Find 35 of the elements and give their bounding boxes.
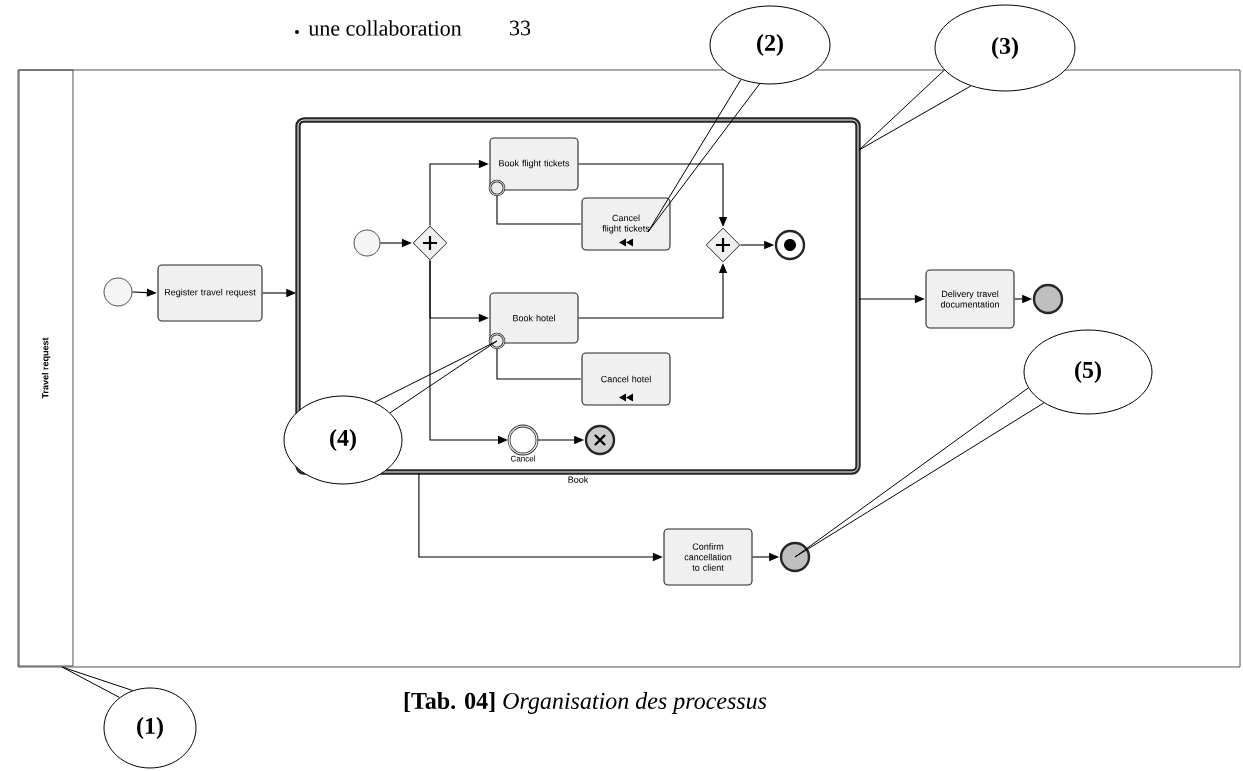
- node-label: Cancel: [510, 455, 535, 462]
- gateway-diamond: [705, 227, 741, 263]
- cancel-end-event: [584, 424, 616, 456]
- leader-line: [647, 79, 761, 233]
- gateway-diamond: [412, 225, 448, 261]
- end-event: [779, 541, 811, 573]
- leader-line: [794, 387, 1045, 558]
- start-event: [353, 229, 381, 257]
- task-box: Cancel hotel: [581, 352, 671, 406]
- callout-bubble: (2): [709, 5, 831, 85]
- boundary-event: [488, 332, 506, 350]
- end-event: [774, 229, 806, 261]
- association-line: [496, 194, 582, 225]
- leader-line: [858, 69, 972, 151]
- boundary-event: [488, 179, 506, 197]
- callout-bubble: (1): [103, 687, 197, 769]
- task-box: Book hotel: [489, 292, 579, 344]
- leader-line: [61, 666, 133, 698]
- leader-line: [374, 340, 498, 414]
- header-text: une collaboration: [308, 20, 462, 36]
- header-text: 33: [510, 20, 531, 36]
- task-box: Cancel flight tickets: [581, 197, 671, 251]
- intermediate-event: Cancel: [507, 424, 539, 462]
- task-box: Confirm cancellation to client: [663, 528, 753, 586]
- callout-bubble: (4): [283, 395, 403, 485]
- node-label: Book: [568, 476, 589, 483]
- callout-bubble: (5): [1023, 329, 1153, 415]
- caption: [Tab. 04] Organisation des processus: [404, 692, 767, 714]
- association-line: [496, 347, 582, 380]
- end-event: [1032, 283, 1064, 315]
- task-box: Register travel request: [157, 264, 263, 322]
- task-box: Delivery travel documentation: [925, 269, 1015, 329]
- start-event: [103, 277, 133, 307]
- task-box: Book flight tickets: [489, 137, 579, 191]
- callout-bubble: (3): [934, 4, 1076, 92]
